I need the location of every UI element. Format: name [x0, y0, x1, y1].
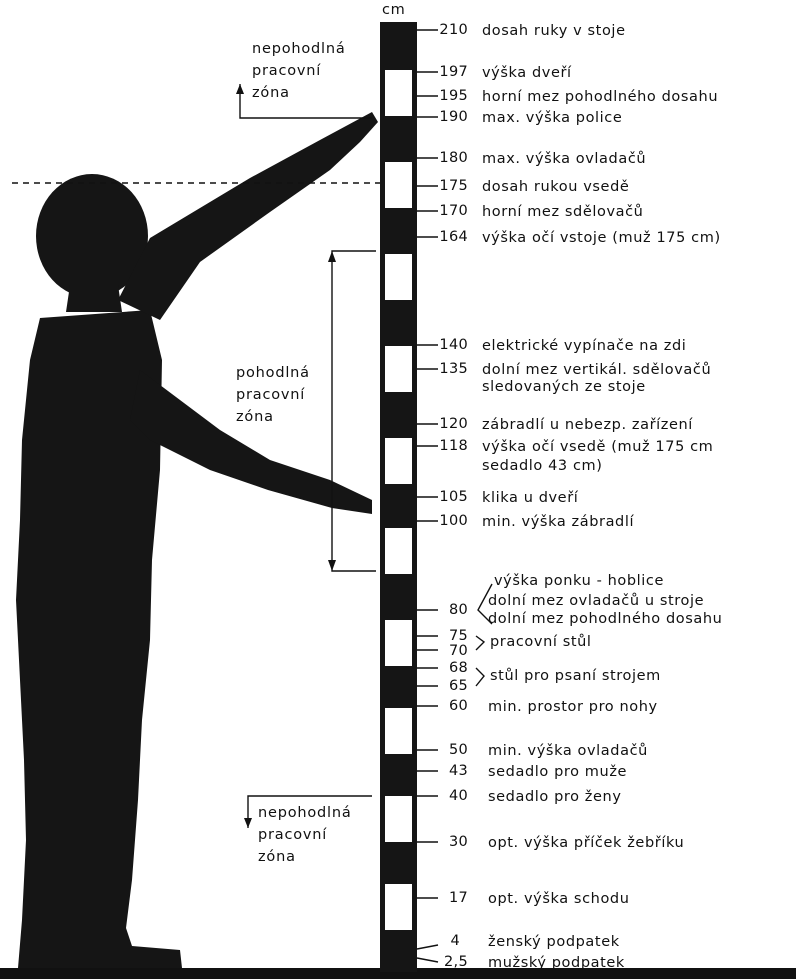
zone-line: zóna: [258, 846, 352, 868]
height-value-105: 105: [428, 489, 468, 505]
height-value-197: 197: [428, 64, 468, 80]
label-135-cont: sledovaných ze stoje: [482, 379, 646, 395]
height-value-43: 43: [428, 763, 468, 779]
label-17: opt. výška schodu: [488, 891, 630, 907]
neck: [66, 285, 122, 312]
height-value-60: 60: [428, 698, 468, 714]
zone-line: zóna: [252, 82, 346, 104]
label-140: elektrické vypínače na zdi: [482, 338, 686, 354]
brace-75-70: [476, 636, 484, 650]
height-value-120: 120: [428, 416, 468, 432]
label-65: stůl pro psaní strojem: [490, 668, 661, 684]
height-value-70: 70: [428, 643, 468, 659]
label-30: opt. výška příček žebříku: [488, 835, 684, 851]
pole-white-segment: [385, 620, 412, 666]
label-210: dosah ruky v stoje: [482, 23, 626, 39]
height-value-40: 40: [428, 788, 468, 804]
zone-line: nepohodlná: [252, 38, 346, 60]
middle-zone-arrow-up-icon: [328, 251, 336, 262]
height-value-164: 164: [428, 229, 468, 245]
height-value-190: 190: [428, 109, 468, 125]
height-value-68: 68: [428, 660, 468, 676]
height-value-140: 140: [428, 337, 468, 353]
label-170: horní mez sdělovačů: [482, 204, 643, 220]
label-105: klika u dveří: [482, 490, 578, 506]
raised-arm: [118, 112, 378, 320]
label-164: výška očí vstoje (muž 175 cm): [482, 230, 721, 246]
height-value-195: 195: [428, 88, 468, 104]
pole-white-segment: [385, 254, 412, 300]
measuring-pole: [380, 22, 417, 972]
label-80: dolní mez ovladačů u stroje: [488, 593, 704, 609]
label-118-cont: sedadlo 43 cm): [482, 458, 603, 474]
height-value-210: 210: [428, 22, 468, 38]
upper-zone-arrow-icon: [236, 84, 244, 94]
label-197: výška dveří: [482, 65, 572, 81]
comfortable-zone-label: pohodlná pracovní zóna: [236, 362, 310, 428]
label-195: horní mez pohodlného dosahu: [482, 89, 718, 105]
pole-white-segment: [385, 346, 412, 392]
label-175: dosah rukou vsedě: [482, 179, 629, 195]
label-40: sedadlo pro ženy: [488, 789, 622, 805]
unit-label: cm: [382, 2, 405, 18]
lower-zone-arrow-icon: [244, 818, 252, 828]
height-value-180: 180: [428, 150, 468, 166]
label-135: dolní mez vertikál. sdělovačů: [482, 362, 711, 378]
zone-line: pracovní: [258, 824, 352, 846]
height-value-75: 75: [428, 628, 468, 644]
pole-white-segment: [385, 796, 412, 842]
label-workbench: výška ponku - hoblice: [494, 573, 664, 589]
label-190: max. výška police: [482, 110, 622, 126]
pole-white-segment: [385, 438, 412, 484]
height-value-80: 80: [428, 602, 468, 618]
height-value-118: 118: [428, 438, 468, 454]
height-value-170: 170: [428, 203, 468, 219]
lower-uncomfortable-zone-label: nepohodlná pracovní zóna: [258, 802, 352, 868]
height-value-65: 65: [428, 678, 468, 694]
label-80-cont: dolní mez pohodlného dosahu: [488, 611, 722, 627]
label-4: ženský podpatek: [488, 934, 620, 950]
pole-white-segment: [385, 70, 412, 116]
zone-line: zóna: [236, 406, 310, 428]
upper-uncomfortable-zone-label: nepohodlná pracovní zóna: [252, 38, 346, 104]
height-value-4: 4: [420, 933, 460, 949]
label-118: výška očí vsedě (muž 175 cm: [482, 439, 713, 455]
label-120: zábradlí u nebezp. zařízení: [482, 417, 693, 433]
pole-white-segment: [385, 162, 412, 208]
height-value-30: 30: [428, 834, 468, 850]
label-100: min. výška zábradlí: [482, 514, 634, 530]
label-43: sedadlo pro muže: [488, 764, 627, 780]
middle-zone-arrow-down-icon: [328, 560, 336, 571]
label-2-5: mužský podpatek: [488, 955, 625, 971]
label-70: pracovní stůl: [490, 634, 592, 650]
label-50: min. výška ovladačů: [488, 743, 648, 759]
height-value-100: 100: [428, 513, 468, 529]
height-value-2-5: 2,5: [428, 954, 468, 970]
zone-line: nepohodlná: [258, 802, 352, 824]
pole-white-segment: [385, 528, 412, 574]
zone-line: pohodlná: [236, 362, 310, 384]
height-value-50: 50: [428, 742, 468, 758]
zone-line: pracovní: [236, 384, 310, 406]
brace-68-65: [476, 668, 484, 686]
label-60: min. prostor pro nohy: [488, 699, 658, 715]
pole-white-segment: [385, 708, 412, 754]
label-180: max. výška ovladačů: [482, 151, 646, 167]
pole-white-segment: [385, 884, 412, 930]
zone-line: pracovní: [252, 60, 346, 82]
height-value-175: 175: [428, 178, 468, 194]
height-value-135: 135: [428, 361, 468, 377]
middle-zone-bracket: [332, 251, 376, 571]
height-value-17: 17: [428, 890, 468, 906]
